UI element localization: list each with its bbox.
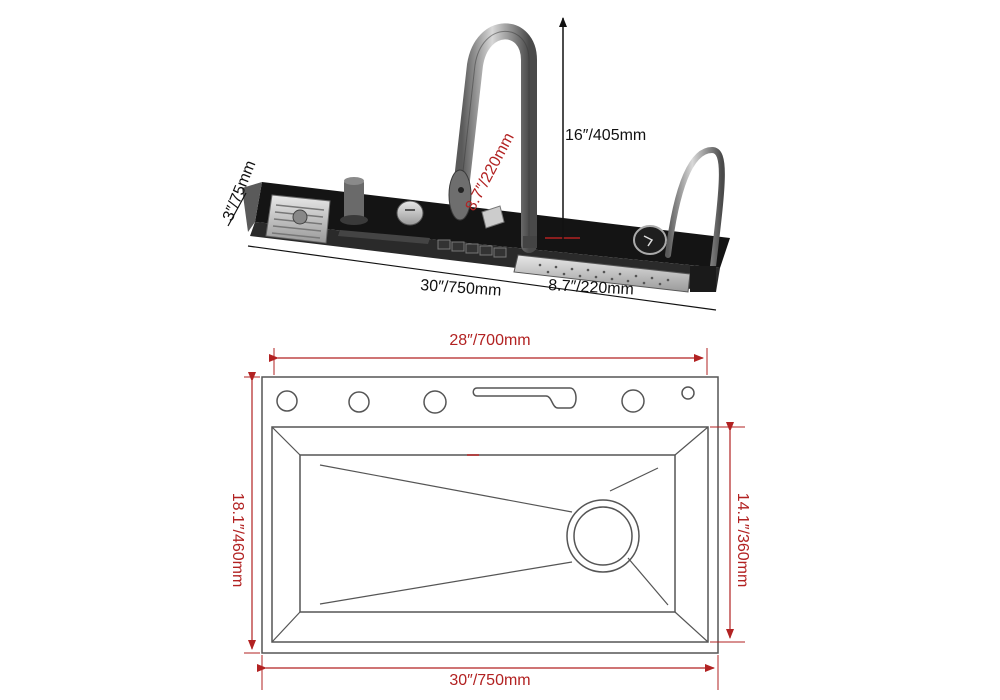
inner-width-label: 28″/700mm (449, 332, 530, 349)
left-end-cap (242, 182, 262, 232)
outer-width-label: 30″/750mm (449, 672, 530, 689)
total-length-dimension-line (247, 245, 717, 311)
faucet-lever (481, 205, 505, 229)
bowl-corner-lines (271, 426, 709, 643)
deck-hole (348, 391, 370, 413)
faucet-head (448, 169, 472, 221)
deck-slot (472, 387, 577, 409)
drain-outer-ring (566, 499, 640, 573)
bowl-floor-outline (299, 454, 676, 613)
outer-height-label: 18.1″/460mm (229, 493, 246, 588)
height-label: 16″/405mm (565, 127, 646, 144)
digital-display-knob (633, 225, 667, 255)
depth-dimension-line (227, 192, 247, 227)
sink-outer-outline (261, 376, 719, 654)
bowl-outer-outline (271, 426, 709, 643)
deck-hole (423, 390, 447, 414)
deck-hole (276, 390, 298, 412)
drainer-length-label: 8.7″/220mm (548, 277, 634, 298)
control-knob (396, 200, 424, 226)
side-sprayer-hose (665, 146, 725, 278)
inner-height-label: 14.1″/360mm (734, 493, 751, 588)
deck-hole (621, 389, 645, 413)
top-view-drawing: 28″/700mm 30″/750mm 18.1″/460mm 14.1″/36… (229, 332, 751, 690)
soap-dispenser (344, 180, 364, 220)
product-perspective-view: 16″/405mm 8.7″/220mm 3″/75mm 30″/750mm 8… (220, 17, 730, 311)
drainer-holes (538, 263, 670, 286)
drainer-board (513, 254, 691, 293)
drain-inner-ring (573, 506, 633, 566)
total-length-label: 30″/750mm (420, 277, 502, 300)
cup-rinser-knob (292, 209, 308, 225)
drain-slot (338, 230, 430, 244)
deck-hole-small (681, 386, 695, 400)
control-buttons (437, 239, 507, 258)
drain-slope-lines (319, 464, 669, 606)
